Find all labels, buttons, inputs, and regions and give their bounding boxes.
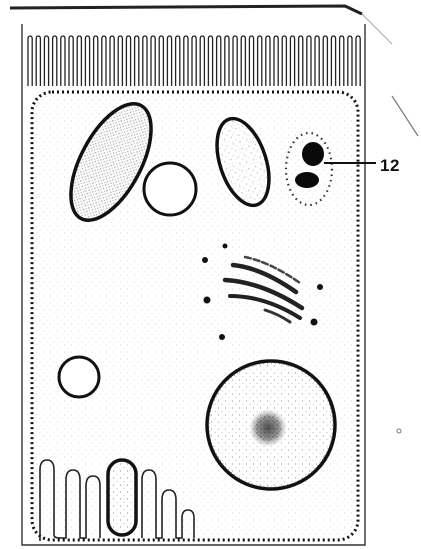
microvillus <box>192 36 196 86</box>
microvillus <box>241 36 245 86</box>
microvillus <box>167 36 171 86</box>
microvillus <box>69 36 73 86</box>
microvillus <box>225 36 229 86</box>
microvillus <box>299 36 303 86</box>
microvillus <box>61 36 65 86</box>
microvillus <box>249 36 253 86</box>
microvillus <box>340 36 344 86</box>
microvillus <box>77 36 81 86</box>
microvillus <box>143 36 147 86</box>
microvillus <box>118 36 122 86</box>
microvillus <box>323 36 327 86</box>
microvillus <box>85 36 89 86</box>
microvillus <box>151 36 155 86</box>
microvillus <box>233 36 237 86</box>
microvillus <box>200 36 204 86</box>
microvillus <box>274 36 278 86</box>
callout-label-12: 12 <box>380 156 400 176</box>
microvillus <box>282 36 286 86</box>
microvillus <box>36 36 40 86</box>
nucleus <box>207 361 335 489</box>
mitochondrion-basal <box>108 460 136 535</box>
nucleolus <box>249 409 287 447</box>
microvillus <box>331 36 335 86</box>
microvilli-apical <box>28 36 360 86</box>
microvillus <box>348 36 352 86</box>
centriole-upper <box>302 142 324 166</box>
microvillus <box>110 36 114 86</box>
centriole-lower <box>295 172 319 188</box>
vesicle-lower <box>59 357 99 397</box>
microvillus <box>217 36 221 86</box>
microvillus <box>28 36 32 86</box>
microvillus <box>315 36 319 86</box>
microvillus <box>266 36 270 86</box>
microvillus <box>44 36 48 86</box>
microvillus <box>126 36 130 86</box>
microvillus <box>307 36 311 86</box>
microvillus <box>176 36 180 86</box>
vesicle-upper <box>144 163 196 215</box>
microvillus <box>94 36 98 86</box>
microvillus <box>290 36 294 86</box>
microvillus <box>102 36 106 86</box>
microvillus <box>159 36 163 86</box>
microvillus <box>135 36 139 86</box>
microvillus <box>53 36 57 86</box>
microvillus <box>208 36 212 86</box>
microvillus <box>184 36 188 86</box>
microvillus <box>356 36 360 86</box>
microvillus <box>258 36 262 86</box>
